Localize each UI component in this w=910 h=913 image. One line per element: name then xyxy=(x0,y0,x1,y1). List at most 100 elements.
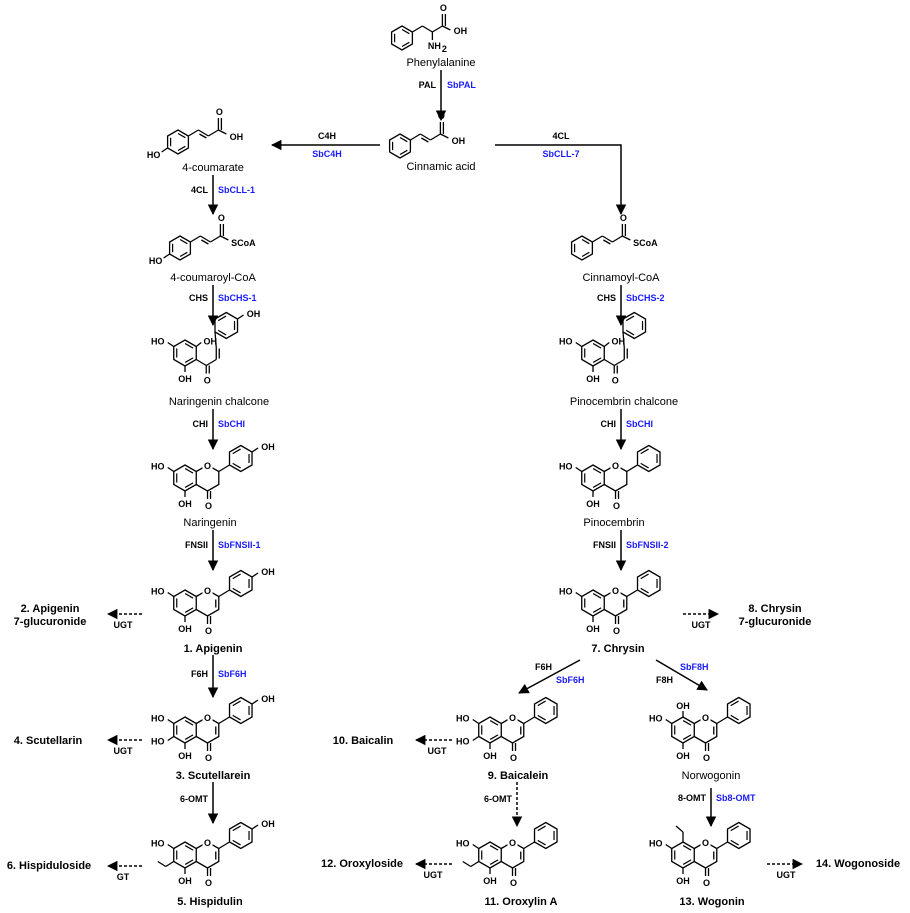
carbonyl-o: O xyxy=(205,753,212,763)
gene-sbchs1: SbCHS-1 xyxy=(218,293,257,303)
oh-label: OH xyxy=(586,374,600,384)
enzyme-ugt-apigenin: UGT xyxy=(114,620,134,630)
carbonyl-o: O xyxy=(440,3,447,13)
enzyme-6omt-left: 6-OMT xyxy=(180,794,209,804)
oh-label: OH xyxy=(483,876,497,886)
oh-label: OH xyxy=(178,876,192,886)
nh2-label: NH xyxy=(428,41,441,51)
ho-label: HO xyxy=(151,839,165,849)
arrow-4cl-right xyxy=(495,144,627,216)
ring-o: O xyxy=(702,838,709,848)
gene-sbchs2: SbCHS-2 xyxy=(626,293,665,303)
ho-label: HO xyxy=(649,839,663,849)
carbonyl-o: O xyxy=(620,213,627,223)
ho-label: HO xyxy=(649,714,663,724)
label-pinocembrin-chalcone: Pinocembrin chalcone xyxy=(570,396,678,408)
enzyme-ugt-oroxylin: UGT xyxy=(424,870,444,880)
ho-label: HO xyxy=(559,462,573,472)
label-hispiduloside: 6. Hispiduloside xyxy=(7,860,91,872)
gene-sbcll7: SbCLL-7 xyxy=(543,149,580,159)
enzyme-ugt-baicalein: UGT xyxy=(428,746,448,756)
enzyme-4cl-left: 4CL xyxy=(191,185,209,195)
oh-label: OH xyxy=(676,701,690,711)
label-naringenin: Naringenin xyxy=(183,517,236,529)
ho-label: HO xyxy=(559,587,573,597)
carbonyl-o: O xyxy=(510,753,517,763)
label-scutellarein: 3. Scutellarein xyxy=(176,770,251,782)
oh-label: OH xyxy=(586,624,600,634)
ring-o: O xyxy=(509,713,516,723)
ho-label: HO xyxy=(456,737,470,747)
compound-labels: Phenylalanine Cinnamic acid 4-coumarate … xyxy=(7,57,900,908)
oh-label: OH xyxy=(483,751,497,761)
ring-o: O xyxy=(702,713,709,723)
enzyme-4cl-right: 4CL xyxy=(552,131,570,141)
nh2-subscript: 2 xyxy=(442,44,447,54)
structure-hispidulin: O O HO OH OH xyxy=(151,819,275,888)
gene-sbf6h-right: SbF6H xyxy=(556,675,585,685)
oh-label: OH xyxy=(612,337,626,347)
structure-baicalein: O O HO OH HO xyxy=(456,696,558,763)
tail-label: SCoA xyxy=(231,238,256,248)
ho-label: HO xyxy=(151,737,165,747)
carbonyl-o: O xyxy=(613,501,620,511)
label-naringenin-chalcone: Naringenin chalcone xyxy=(169,396,269,408)
oh-label: OH xyxy=(178,374,192,384)
ring-o: O xyxy=(612,461,619,471)
carbonyl-o: O xyxy=(703,753,710,763)
gene-sbpal: SbPAL xyxy=(447,80,476,90)
enzyme-ugt-chrysin: UGT xyxy=(692,620,712,630)
gene-sbf6h-left: SbF6H xyxy=(218,669,247,679)
enzyme-chs-right: CHS xyxy=(597,293,616,303)
label-phenylalanine: Phenylalanine xyxy=(406,57,475,69)
enzyme-labels: PAL SbPAL C4H SbC4H 4CL SbCLL-7 4CL SbCL… xyxy=(114,80,797,882)
gene-sb8omt: Sb8-OMT xyxy=(716,793,756,803)
enzyme-chi-left: CHI xyxy=(193,419,209,429)
structure-cinnamoyl-coa: O SCoA xyxy=(570,213,658,261)
arrow-f6h-right xyxy=(518,659,581,694)
carbonyl-o: O xyxy=(703,878,710,888)
tail-label: SCoA xyxy=(633,238,658,248)
label-chrysin-glucuronide-2: 7-glucuronide xyxy=(739,616,812,628)
carbonyl-o: O xyxy=(204,376,211,386)
tail-label: OH xyxy=(230,132,244,142)
oh-label: OH xyxy=(261,442,275,452)
carbonyl-o: O xyxy=(205,878,212,888)
label-norwogonin: Norwogonin xyxy=(682,770,741,782)
carbonyl-o: O xyxy=(613,626,620,636)
enzyme-chi-right: CHI xyxy=(601,419,617,429)
label-hispidulin: 5. Hispidulin xyxy=(177,896,243,908)
oh-label: OH xyxy=(247,309,261,319)
label-4-coumaroyl-coa: 4-coumaroyl-CoA xyxy=(170,272,256,284)
gene-sbchi-left: SbCHI xyxy=(218,419,245,429)
ring-o: O xyxy=(204,838,211,848)
ho-label: HO xyxy=(456,714,470,724)
oh-label: OH xyxy=(178,499,192,509)
enzyme-ugt-scutellarein: UGT xyxy=(114,746,134,756)
ho-label: HO xyxy=(151,462,165,472)
label-baicalein: 9. Baicalein xyxy=(488,770,549,782)
ho-label: HO xyxy=(559,337,573,347)
label-chrysin-glucuronide-1: 8. Chrysin xyxy=(748,603,801,615)
enzyme-fnsii-left: FNSII xyxy=(185,540,208,550)
label-apigenin-glucuronide-1: 2. Apigenin xyxy=(21,603,80,615)
gene-sbf8h: SbF8H xyxy=(680,662,709,672)
label-4-coumarate: 4-coumarate xyxy=(182,162,244,174)
enzyme-ugt-wogonin: UGT xyxy=(777,870,797,880)
gene-sbchi-right: SbCHI xyxy=(626,419,653,429)
oh-label: OH xyxy=(261,819,275,829)
gene-sbfnsii1: SbFNSII-1 xyxy=(218,540,261,550)
label-pinocembrin: Pinocembrin xyxy=(583,517,644,529)
enzyme-f6h-left: F6H xyxy=(191,669,208,679)
carbonyl-o: O xyxy=(510,878,517,888)
gene-sbfnsii2: SbFNSII-2 xyxy=(626,540,669,550)
ring-o: O xyxy=(204,461,211,471)
